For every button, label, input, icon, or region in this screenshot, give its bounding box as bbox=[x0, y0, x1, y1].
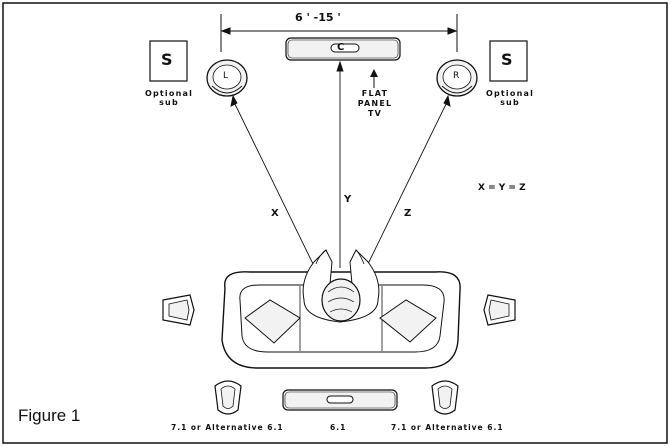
center-speaker bbox=[285, 37, 401, 61]
side-left-speaker bbox=[162, 294, 195, 326]
rear-left-caption: 7.1 or Alternative 6.1 bbox=[171, 423, 284, 432]
figure-caption: Figure 1 bbox=[18, 406, 81, 425]
left-optional-sub-caption: Optional sub bbox=[140, 89, 198, 107]
tv-arrow bbox=[370, 69, 378, 88]
z-label: Z bbox=[404, 208, 412, 219]
rear-right-caption: 7.1 or Alternative 6.1 bbox=[391, 423, 504, 432]
rear-center-caption: 6.1 bbox=[330, 423, 347, 432]
tv-line-1: FLAT bbox=[361, 89, 389, 98]
right-subwoofer bbox=[489, 40, 528, 82]
rear-left-speaker bbox=[214, 380, 242, 415]
equation-label: X = Y = Z bbox=[478, 183, 526, 193]
front-right-speaker bbox=[436, 59, 478, 97]
center-speaker-label: C bbox=[337, 42, 345, 53]
right-sub-label: S bbox=[501, 50, 513, 69]
distance-dimension bbox=[220, 14, 458, 52]
listener bbox=[302, 249, 380, 323]
distance-lines bbox=[230, 60, 451, 269]
right-speaker-label: R bbox=[453, 71, 460, 81]
optional-text: Optional bbox=[144, 89, 194, 98]
sub-text: sub bbox=[159, 98, 179, 107]
tv-line-3: TV bbox=[367, 109, 383, 118]
x-label: X bbox=[271, 208, 279, 219]
right-optional-sub-caption: Optional sub bbox=[481, 89, 539, 107]
rear-center-speaker bbox=[282, 389, 398, 411]
side-right-speaker bbox=[483, 294, 516, 326]
distance-label: 6 ' -15 ' bbox=[295, 11, 341, 24]
y-label: Y bbox=[344, 194, 352, 205]
rear-right-speaker bbox=[431, 380, 459, 415]
flat-panel-tv-caption: FLAT PANEL TV bbox=[346, 89, 404, 119]
left-sub-label: S bbox=[161, 50, 173, 69]
left-subwoofer bbox=[149, 40, 188, 82]
tv-line-2: PANEL bbox=[357, 99, 393, 108]
front-left-speaker bbox=[206, 59, 248, 97]
optional-text: Optional bbox=[485, 89, 535, 98]
left-speaker-label: L bbox=[223, 71, 229, 81]
sub-text: sub bbox=[500, 98, 520, 107]
